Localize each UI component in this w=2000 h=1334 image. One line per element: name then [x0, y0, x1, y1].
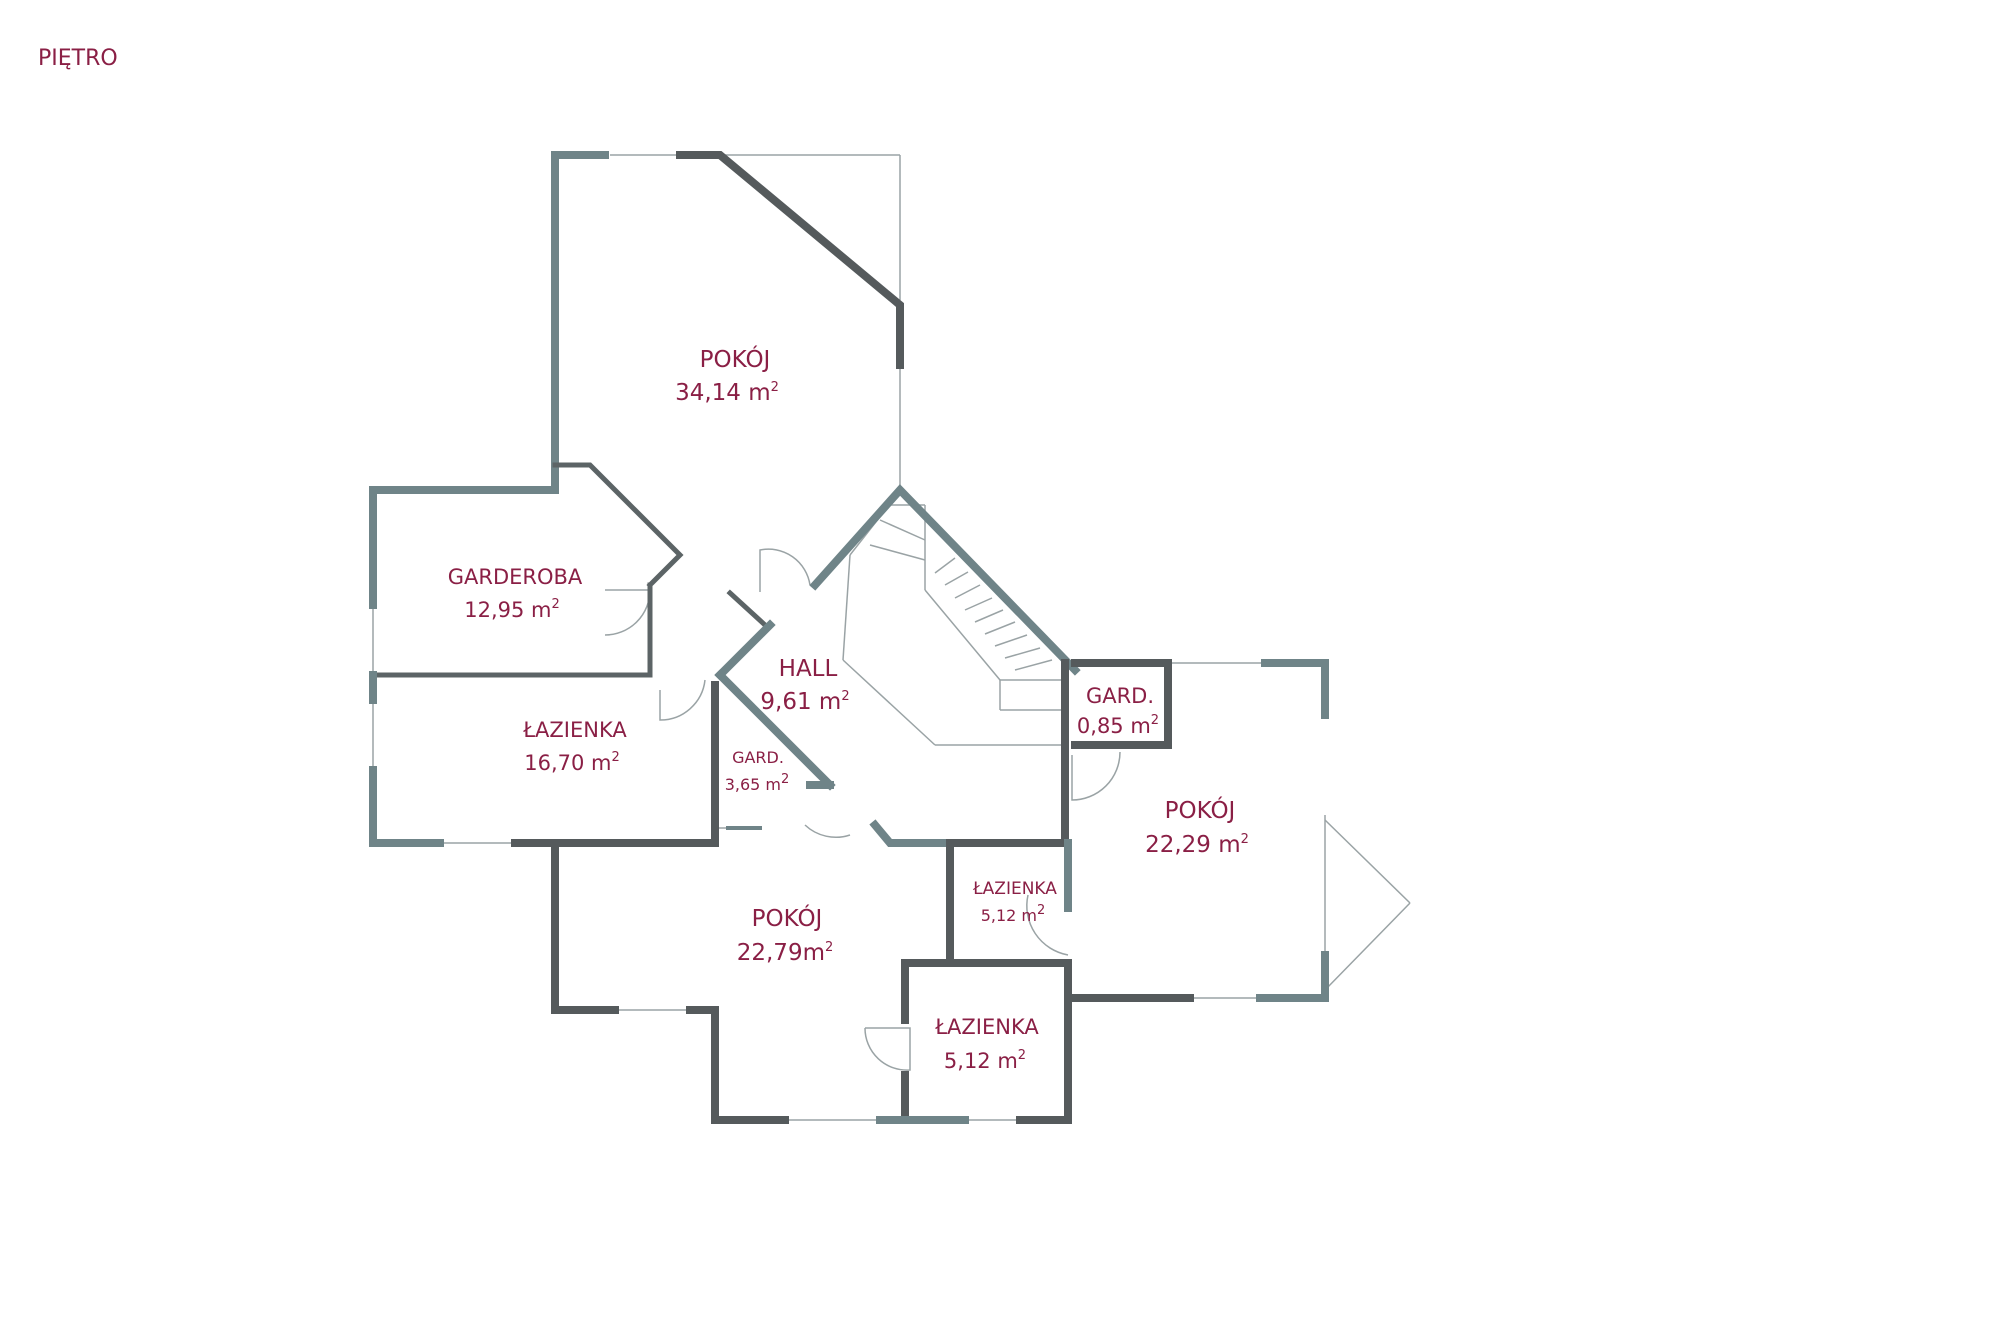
- room-name-lazienka-1: ŁAZIENKA: [522, 718, 627, 742]
- room-name-hall: HALL: [779, 656, 838, 682]
- svg-text:0,85 m2: 0,85 m2: [1077, 713, 1159, 738]
- room-area-gard-1: 3,65 m: [725, 775, 781, 794]
- room-name-pokoj-2: POKÓJ: [1165, 796, 1236, 824]
- room-area-pokoj-2: 22,29 m: [1145, 832, 1241, 858]
- room-labels: POKÓJ 34,14 m2 GARDEROBA 12,95 m2 HALL 9…: [448, 345, 1249, 1073]
- door-swings: [604, 548, 1121, 1071]
- room-name-lazienka-3: ŁAZIENKA: [934, 1015, 1039, 1039]
- room-area-hall: 9,61 m: [760, 689, 841, 715]
- room-name-lazienka-2: ŁAZIENKA: [972, 879, 1057, 899]
- room-area-pokoj-3: 22,79m: [737, 940, 825, 966]
- room-name-pokoj-1: POKÓJ: [700, 345, 771, 373]
- svg-text:16,70 m2: 16,70 m2: [524, 750, 620, 775]
- room-area-gard-2: 0,85 m: [1077, 714, 1151, 738]
- room-name-pokoj-3: POKÓJ: [752, 904, 823, 932]
- svg-text:34,14 m2: 34,14 m2: [675, 380, 779, 406]
- svg-text:22,29 m2: 22,29 m2: [1145, 832, 1249, 858]
- room-name-gard-1: GARD.: [732, 748, 784, 767]
- floor-title: PIĘTRO: [38, 46, 118, 71]
- room-area-lazienka-1: 16,70 m: [524, 751, 611, 775]
- svg-text:12,95 m2: 12,95 m2: [464, 597, 560, 622]
- room-area-pokoj-1: 34,14 m: [675, 380, 771, 406]
- room-area-lazienka-2: 5,12 m: [981, 906, 1037, 925]
- svg-text:5,12 m2: 5,12 m2: [944, 1048, 1026, 1073]
- room-area-lazienka-3: 5,12 m: [944, 1049, 1018, 1073]
- walls: [369, 151, 1329, 1124]
- svg-text:22,79m2: 22,79m2: [737, 940, 834, 966]
- svg-text:9,61 m2: 9,61 m2: [760, 689, 849, 715]
- staircase: [869, 504, 1065, 711]
- room-name-garderoba: GARDEROBA: [448, 565, 583, 589]
- room-area-garderoba: 12,95 m: [464, 598, 551, 622]
- svg-text:3,65 m2: 3,65 m2: [725, 772, 790, 794]
- room-name-gard-2: GARD.: [1086, 684, 1154, 708]
- svg-text:5,12 m2: 5,12 m2: [981, 903, 1046, 925]
